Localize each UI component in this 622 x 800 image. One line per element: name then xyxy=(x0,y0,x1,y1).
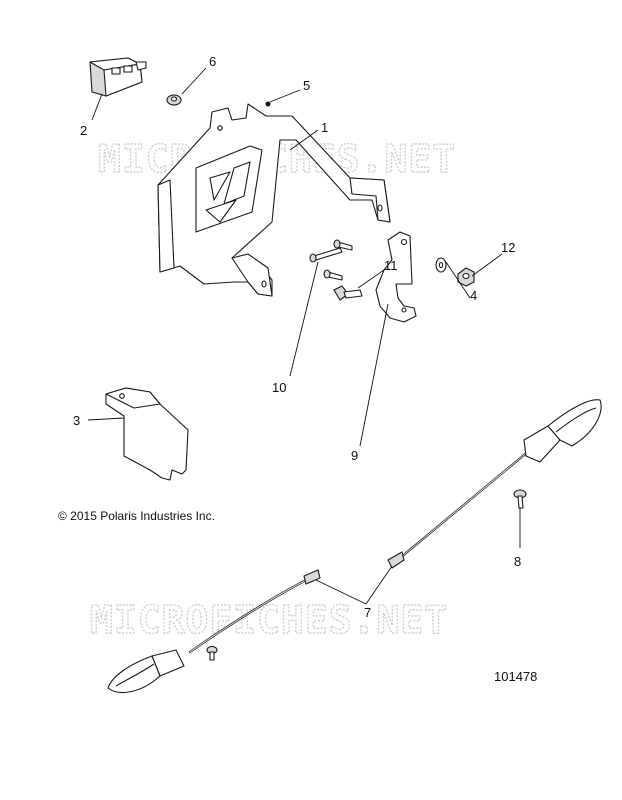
part-8-screw xyxy=(513,489,527,509)
callout-5: 5 xyxy=(303,78,310,93)
part-7-turn-signal-left xyxy=(107,569,321,694)
part-1-bracket xyxy=(157,103,391,297)
callout-6: 6 xyxy=(209,54,216,69)
figure-number: 101478 xyxy=(494,669,538,684)
callout-12: 12 xyxy=(501,240,515,255)
callout-9: 9 xyxy=(351,448,358,463)
part-3-flap xyxy=(105,387,189,481)
callout-8: 8 xyxy=(514,554,521,569)
callout-11: 11 xyxy=(384,258,398,273)
watermark-bottom: MICROFICHES.NET xyxy=(90,598,448,642)
part-5-fastener xyxy=(265,101,271,107)
part-4-washer xyxy=(435,257,447,273)
callout-3: 3 xyxy=(73,413,80,428)
callout-10: 10 xyxy=(272,380,286,395)
callout-1: 1 xyxy=(321,120,328,135)
callout-2: 2 xyxy=(80,123,87,138)
copyright-notice: © 2015 Polaris Industries Inc. xyxy=(58,509,215,523)
part-2-module xyxy=(89,57,147,97)
part-10-screws xyxy=(309,239,353,281)
part-12-nut xyxy=(457,267,475,287)
callout-4: 4 xyxy=(470,288,477,303)
part-9-plate xyxy=(375,231,417,323)
leader-lines xyxy=(87,67,521,605)
part-11-bolt xyxy=(333,285,363,301)
part-7-turn-signal-right xyxy=(387,399,602,569)
callout-7: 7 xyxy=(364,605,371,620)
part-6-nut xyxy=(166,94,182,106)
